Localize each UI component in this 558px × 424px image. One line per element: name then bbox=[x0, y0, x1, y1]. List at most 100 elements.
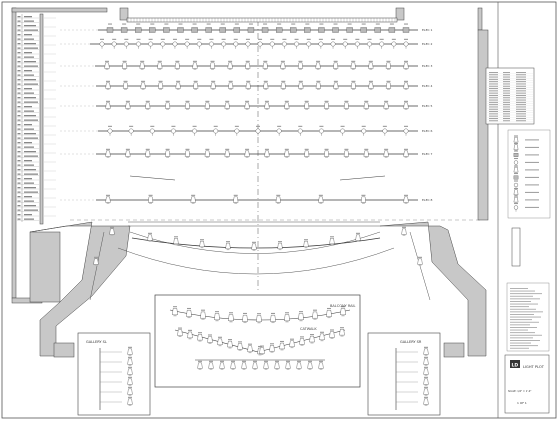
lighting-unit bbox=[174, 60, 180, 70]
lighting-unit bbox=[209, 60, 216, 70]
schedule-row-number bbox=[17, 205, 21, 207]
unit-body bbox=[199, 240, 205, 247]
unit-lens bbox=[514, 202, 518, 204]
unit-number bbox=[192, 60, 197, 62]
table-cell bbox=[489, 113, 498, 115]
unit-number bbox=[276, 194, 281, 196]
unit-body bbox=[269, 345, 275, 352]
unit-lens bbox=[275, 368, 279, 370]
schedule-row-number bbox=[17, 200, 21, 202]
unit-body bbox=[163, 27, 170, 33]
unit-number bbox=[351, 60, 356, 62]
unit-body bbox=[190, 196, 196, 203]
table-cell bbox=[503, 101, 510, 103]
unit-number bbox=[280, 60, 285, 62]
lighting-unit bbox=[274, 360, 280, 370]
lighting-unit bbox=[259, 345, 265, 355]
lighting-unit bbox=[224, 148, 230, 158]
unit-number bbox=[282, 38, 287, 40]
lighting-unit bbox=[121, 60, 128, 70]
unit-body bbox=[127, 388, 133, 395]
schedule-row-number bbox=[17, 151, 21, 153]
unit-lens bbox=[384, 156, 388, 158]
unit-body bbox=[251, 243, 257, 250]
unit-body bbox=[318, 41, 324, 47]
unit-number bbox=[105, 60, 109, 62]
table-cell bbox=[489, 78, 498, 80]
unit-number bbox=[514, 157, 518, 160]
unit-lens bbox=[263, 68, 267, 70]
lighting-unit bbox=[145, 100, 151, 110]
lighting-unit bbox=[210, 80, 216, 90]
unit-body bbox=[403, 41, 409, 47]
lighting-unit bbox=[342, 38, 348, 49]
lighting-unit bbox=[374, 23, 381, 33]
table-cell bbox=[503, 104, 510, 106]
unit-lens bbox=[286, 368, 290, 370]
lighting-unit bbox=[306, 38, 312, 49]
note-line bbox=[510, 327, 537, 328]
unit-number bbox=[128, 366, 132, 368]
schedule-row-number bbox=[17, 160, 21, 162]
lighting-unit bbox=[363, 148, 369, 158]
unit-lens bbox=[124, 88, 127, 90]
unit-number bbox=[305, 23, 310, 25]
unit-lens bbox=[231, 368, 235, 370]
unit-number bbox=[347, 23, 352, 25]
lighting-unit bbox=[270, 312, 276, 324]
schedule-row-number bbox=[17, 155, 21, 157]
unit-number bbox=[320, 331, 324, 333]
table-cell bbox=[516, 72, 526, 73]
unit-number bbox=[258, 38, 263, 40]
unit-number bbox=[514, 165, 518, 167]
table-cell bbox=[503, 83, 510, 85]
notes-block bbox=[506, 282, 550, 352]
schedule-row-text bbox=[24, 128, 34, 130]
unit-number bbox=[245, 148, 250, 150]
unit-number bbox=[220, 360, 224, 362]
unit-number bbox=[206, 23, 211, 25]
unit-body bbox=[333, 82, 339, 89]
unit-number bbox=[110, 226, 114, 228]
unit-body bbox=[127, 348, 133, 355]
unit-number bbox=[310, 334, 314, 336]
unit-body bbox=[197, 334, 203, 341]
lighting-unit bbox=[284, 312, 290, 323]
unit-lens bbox=[299, 88, 303, 90]
unit-number bbox=[514, 180, 518, 182]
lighting-unit bbox=[269, 343, 275, 353]
lighting-unit bbox=[382, 125, 388, 136]
unit-number bbox=[355, 38, 360, 40]
schedule-row-number bbox=[17, 34, 21, 36]
unit-body bbox=[247, 345, 253, 352]
lighting-unit bbox=[172, 38, 178, 49]
unit-body bbox=[121, 62, 128, 69]
lighting-unit bbox=[251, 241, 257, 251]
unit-number bbox=[205, 100, 210, 102]
unit-lens bbox=[316, 88, 320, 90]
unit-lens bbox=[351, 68, 355, 70]
lighting-unit bbox=[329, 329, 335, 339]
lighting-unit bbox=[177, 327, 183, 337]
unit-lens bbox=[186, 108, 189, 110]
schedule-row-text bbox=[24, 47, 38, 49]
unit-body bbox=[423, 348, 429, 355]
unit-number bbox=[175, 60, 180, 62]
unit-body bbox=[350, 62, 356, 69]
unit-body bbox=[319, 128, 324, 134]
schedule-row-text bbox=[24, 218, 34, 220]
note-line bbox=[510, 347, 529, 349]
lighting-unit bbox=[379, 38, 385, 49]
table-cell bbox=[503, 92, 510, 94]
building-walls bbox=[11, 7, 489, 358]
unit-number bbox=[344, 100, 349, 102]
unit-lens bbox=[260, 353, 264, 355]
lighting-unit bbox=[368, 80, 374, 90]
unit-lens bbox=[424, 364, 428, 366]
unit-number bbox=[106, 194, 110, 196]
lighting-unit bbox=[423, 346, 429, 356]
lighting-unit bbox=[105, 194, 111, 204]
electric-label: ELEC 6 bbox=[422, 129, 433, 133]
unit-number bbox=[316, 60, 321, 62]
